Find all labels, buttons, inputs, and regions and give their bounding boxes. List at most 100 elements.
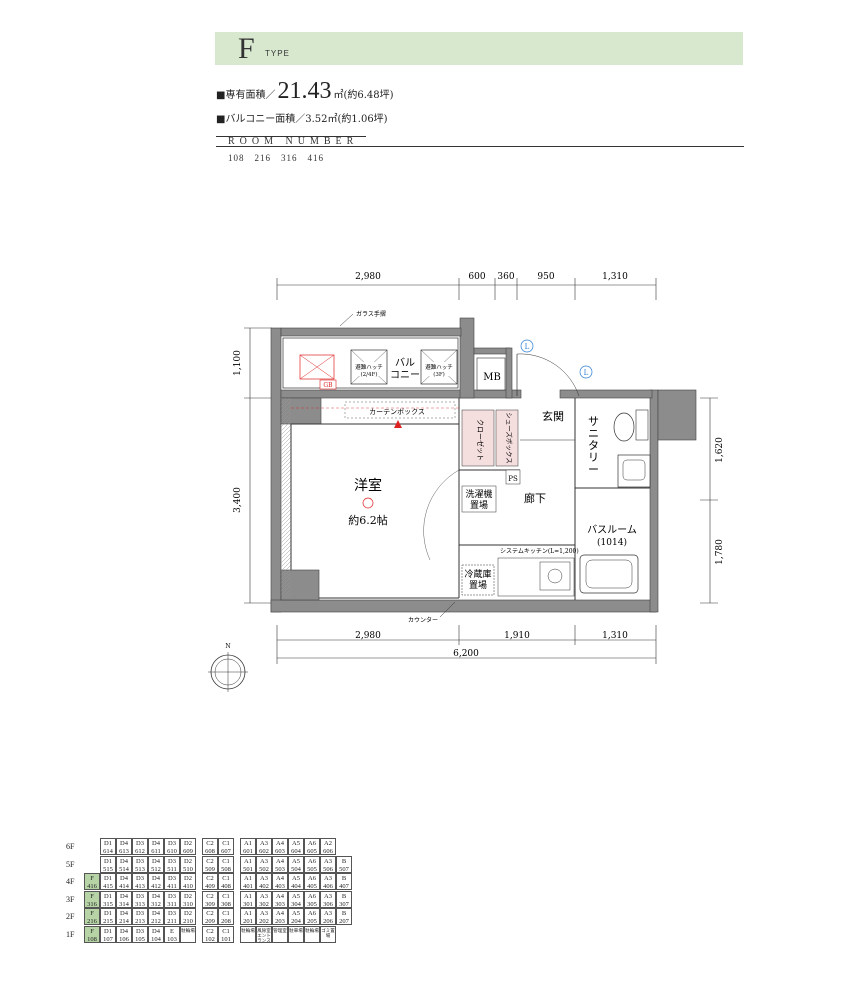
unit-number: 207 xyxy=(339,918,349,925)
area-unit: ㎡(約6.48坪) xyxy=(333,90,394,101)
unit-type: A1 xyxy=(244,840,252,847)
unit-type: A3 xyxy=(260,857,268,865)
fridge-space xyxy=(461,564,495,596)
unit-number: 612 xyxy=(135,848,145,855)
unit-type: D4 xyxy=(120,927,128,935)
unit-type: A6 xyxy=(308,892,316,900)
unit-number: 401 xyxy=(243,883,253,890)
unit-number: 603 xyxy=(275,848,285,855)
unit-number: 213 xyxy=(135,918,145,925)
unit-type: A5 xyxy=(292,910,300,917)
unit-number: エントランス xyxy=(257,932,271,943)
unit-type: D4 xyxy=(120,892,128,900)
unit-type: D1 xyxy=(104,857,112,865)
fridge-label: 冷蔵庫置場 xyxy=(464,568,491,591)
unit-type: D3 xyxy=(136,840,144,847)
room-door-arc xyxy=(423,469,460,561)
unit-number: 408 xyxy=(221,883,231,890)
type-banner xyxy=(215,32,743,65)
unit-number: 214 xyxy=(119,918,129,925)
washer-space xyxy=(461,485,497,513)
unit-type: C1 xyxy=(222,892,230,900)
unit-type: 駐輪場 xyxy=(181,927,195,933)
unit-number: 402 xyxy=(259,883,269,890)
floor-label: 5F xyxy=(66,859,75,869)
glass-rail-label: ガラス手摺 xyxy=(356,310,386,318)
room-number-label: ROOM NUMBER xyxy=(228,136,359,147)
dimension-right xyxy=(700,397,718,604)
svg-text:(3F): (3F) xyxy=(433,371,445,378)
outdoor-unit xyxy=(299,354,335,380)
shoe-box-label: シューズボックス xyxy=(505,412,514,463)
unit-number: 314 xyxy=(119,900,129,908)
counter-label: カウンター xyxy=(408,616,438,624)
unit-type: A4 xyxy=(276,840,284,847)
unit-type: 管理室 xyxy=(273,927,287,933)
unit-number: 606 xyxy=(323,848,333,855)
unit-number: 412 xyxy=(151,883,161,890)
hatch-right: 避難ハッチ (3F) xyxy=(420,349,458,385)
unit-number: 101 xyxy=(221,935,231,943)
unit-type: B xyxy=(341,910,347,917)
north-label: N xyxy=(225,643,230,650)
balcony-label: バルコニー xyxy=(390,357,420,381)
unit-type: A3 xyxy=(260,910,268,917)
dim-top-4: 950 xyxy=(537,272,554,282)
dim-bottom-2: 1,910 xyxy=(504,631,530,641)
unit-number: 503 xyxy=(275,865,285,873)
unit-type: A5 xyxy=(292,857,300,865)
unit-number: 203 xyxy=(275,918,285,925)
unit-number: 404 xyxy=(291,883,301,890)
unit-number: 609 xyxy=(183,848,193,855)
curtain-box-label: カーテンボックス xyxy=(369,408,425,416)
dim-total: 6,200 xyxy=(453,649,479,659)
unit-type: A3 xyxy=(324,892,332,900)
unit-type: F xyxy=(90,892,94,900)
floor-label: 2F xyxy=(66,912,75,921)
unit-number: 403 xyxy=(275,883,285,890)
unit-type: B xyxy=(341,875,347,882)
unit-number: 302 xyxy=(259,900,269,908)
balcony-area: ■バルコニー面積／3.52㎡(約1.06坪) xyxy=(216,114,388,125)
unit-type: A6 xyxy=(308,840,316,847)
unit-type: D2 xyxy=(184,875,192,882)
unit-cell: 駐車場 xyxy=(288,925,304,943)
svg-text:(2/4F): (2/4F) xyxy=(361,371,378,378)
dim-top-3: 360 xyxy=(497,272,514,282)
unit-type: 駐車場 xyxy=(289,927,303,933)
unit-type: D3 xyxy=(168,875,176,882)
unit-type: D2 xyxy=(184,840,192,847)
unit-type: C2 xyxy=(206,927,214,935)
unit-number: 202 xyxy=(259,918,269,925)
unit-number: 209 xyxy=(205,918,215,925)
unit-type: D4 xyxy=(120,840,128,847)
unit-number: 614 xyxy=(103,848,113,855)
unit-number: 309 xyxy=(205,900,215,908)
unit-type: D3 xyxy=(136,875,144,882)
unit-number: 415 xyxy=(103,883,113,890)
unit-number: 107 xyxy=(103,935,113,943)
unit-number: 312 xyxy=(151,900,161,908)
unit-number: 208 xyxy=(221,918,231,925)
unit-type: D4 xyxy=(120,910,128,917)
unit-number: 416 xyxy=(87,883,97,890)
closet-label: クローゼット xyxy=(476,419,485,461)
unit-type: A3 xyxy=(324,910,332,917)
unit-type: ゴミ置場 xyxy=(321,927,335,938)
dim-left-1: 1,100 xyxy=(233,350,243,376)
room-number-values: 108 216 316 416 xyxy=(228,153,325,163)
